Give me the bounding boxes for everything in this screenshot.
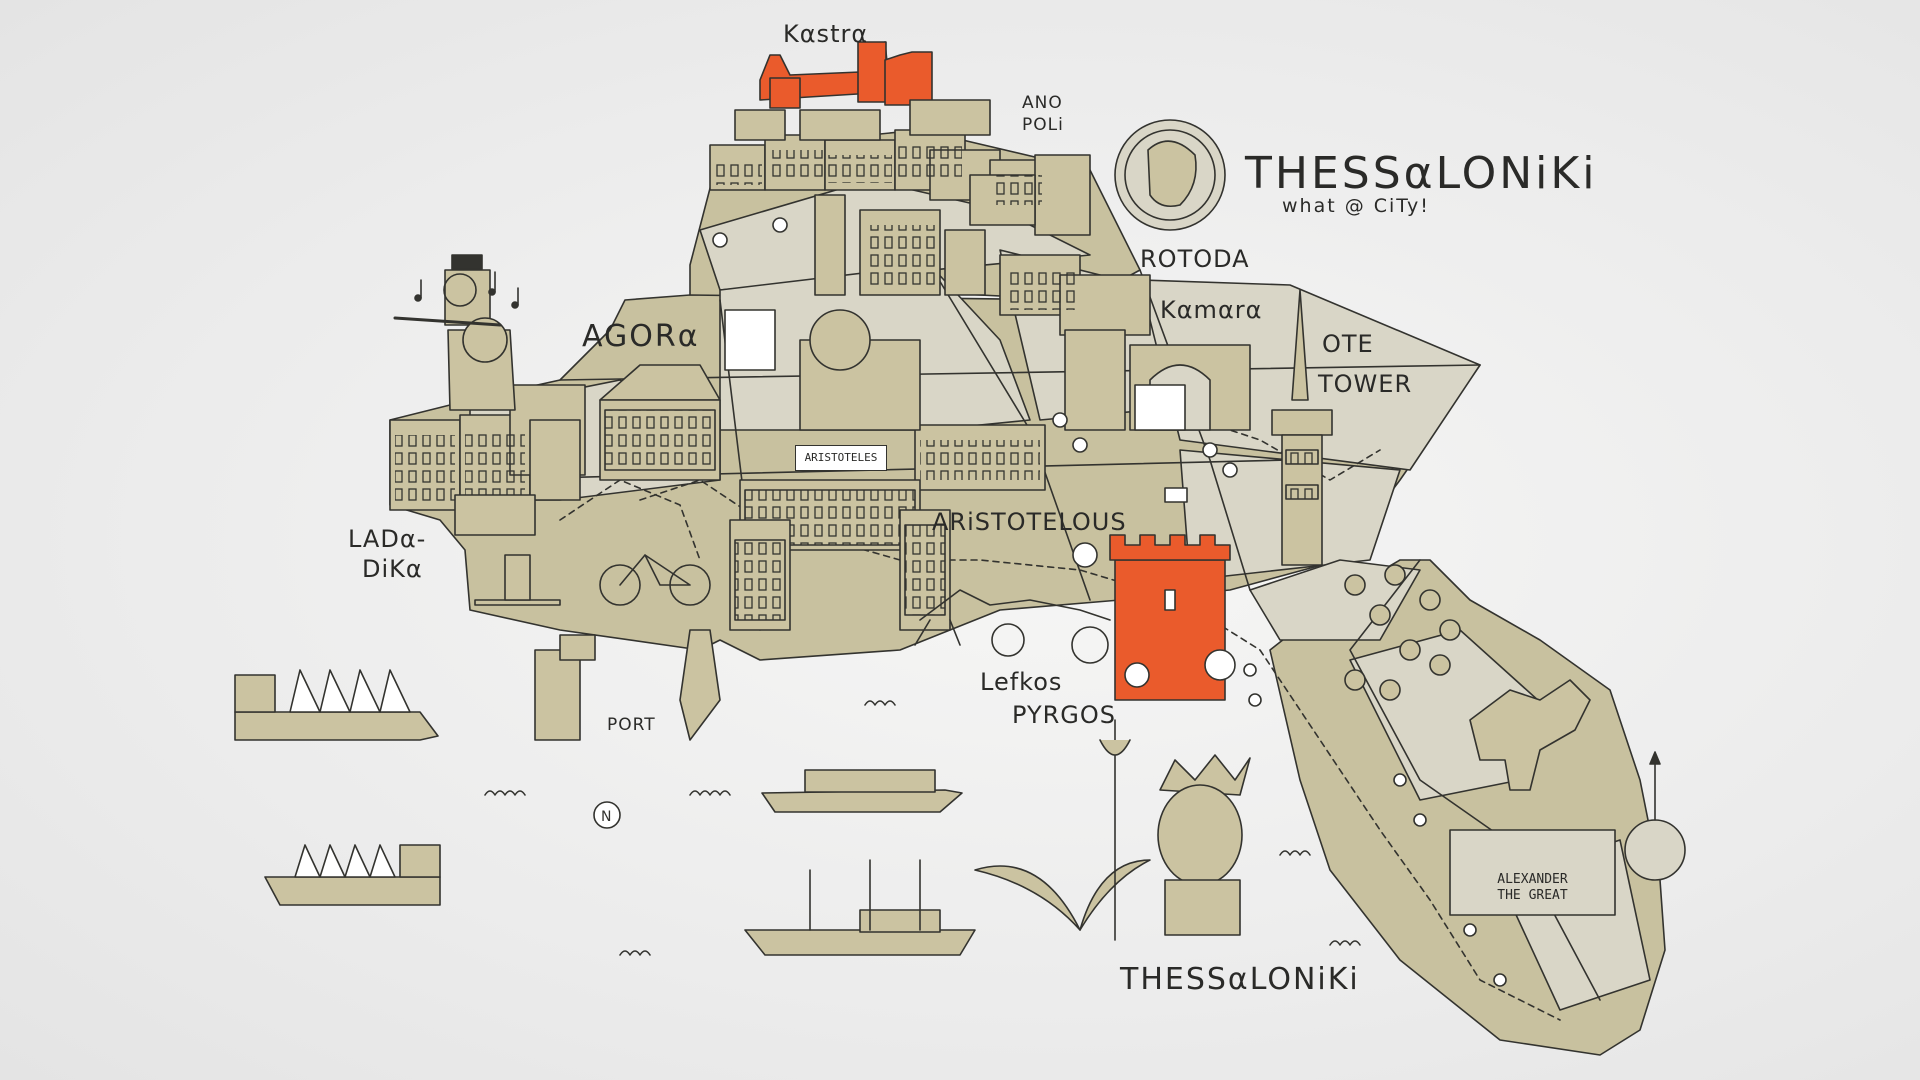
sea-sculpture (974, 719, 1151, 941)
compass-icon: N (593, 801, 621, 829)
music-note-icon (414, 271, 519, 309)
label-kamara: Kαmαrα (1160, 296, 1263, 324)
kamara-arch (1064, 329, 1251, 431)
label-port: PORT (607, 715, 656, 735)
label-lefkos-2: PYRGOS (1012, 701, 1117, 729)
white-tower (1109, 534, 1236, 701)
label-lefkos-1: Lefkos (980, 668, 1063, 696)
coin-portrait-icon (1114, 119, 1226, 231)
sailing-ship (744, 929, 976, 956)
aristoteles-sign: ARISTOTELES (795, 445, 887, 471)
port-cranes (474, 554, 721, 741)
ladadika-buildings (389, 384, 586, 536)
trees (712, 217, 1507, 987)
label-thessaloniki-statue: THESSαLONiKi (1120, 962, 1360, 997)
map-title: THESSαLONiKi (1245, 148, 1598, 199)
flag-icon (1164, 487, 1188, 503)
label-ote-2: TOWER (1318, 370, 1413, 398)
label-ote-1: OTE (1322, 330, 1374, 358)
kastra-fortress (759, 41, 933, 109)
cargo-ship-2 (264, 876, 441, 906)
thessaloniki-statue (1157, 754, 1251, 936)
alexander-line-2: THE GREAT (1497, 888, 1568, 904)
umbrella-sculptures (1344, 564, 1461, 701)
label-ladadika-1: LADα- (348, 525, 427, 553)
horse-carriage (914, 589, 1111, 664)
label-aristotelous: ARiSTOTELOUS (932, 508, 1127, 536)
alexander-sign: ALEXANDER THE GREAT (1455, 872, 1610, 905)
alexander-line-1: ALEXANDER (1497, 872, 1568, 887)
agora-buildings (599, 309, 921, 481)
churches (814, 194, 1151, 491)
musician-figure (393, 254, 516, 411)
ships (234, 669, 976, 956)
label-ano-poli-2: POLi (1022, 115, 1064, 135)
label-ladadika-2: DiKα (362, 555, 423, 583)
svg-text:N: N (601, 809, 611, 825)
wave-icon (484, 700, 1361, 956)
balloon (1072, 542, 1098, 568)
bicycle (599, 554, 711, 606)
aristoteles-square-buildings (729, 479, 951, 631)
label-rotoda: ROTODA (1140, 245, 1250, 273)
ferry (761, 789, 963, 813)
ano-poli-houses (709, 99, 1091, 236)
alexander-statue (1449, 679, 1686, 916)
label-ano-poli-1: ANO (1022, 93, 1063, 113)
cargo-ship-1 (234, 711, 439, 741)
label-kastra: Kαstrα (783, 20, 869, 48)
map-subtitle: what @ CiTy! (1282, 195, 1430, 217)
ote-tower (1271, 289, 1333, 566)
label-agora: AGORα (582, 319, 700, 354)
